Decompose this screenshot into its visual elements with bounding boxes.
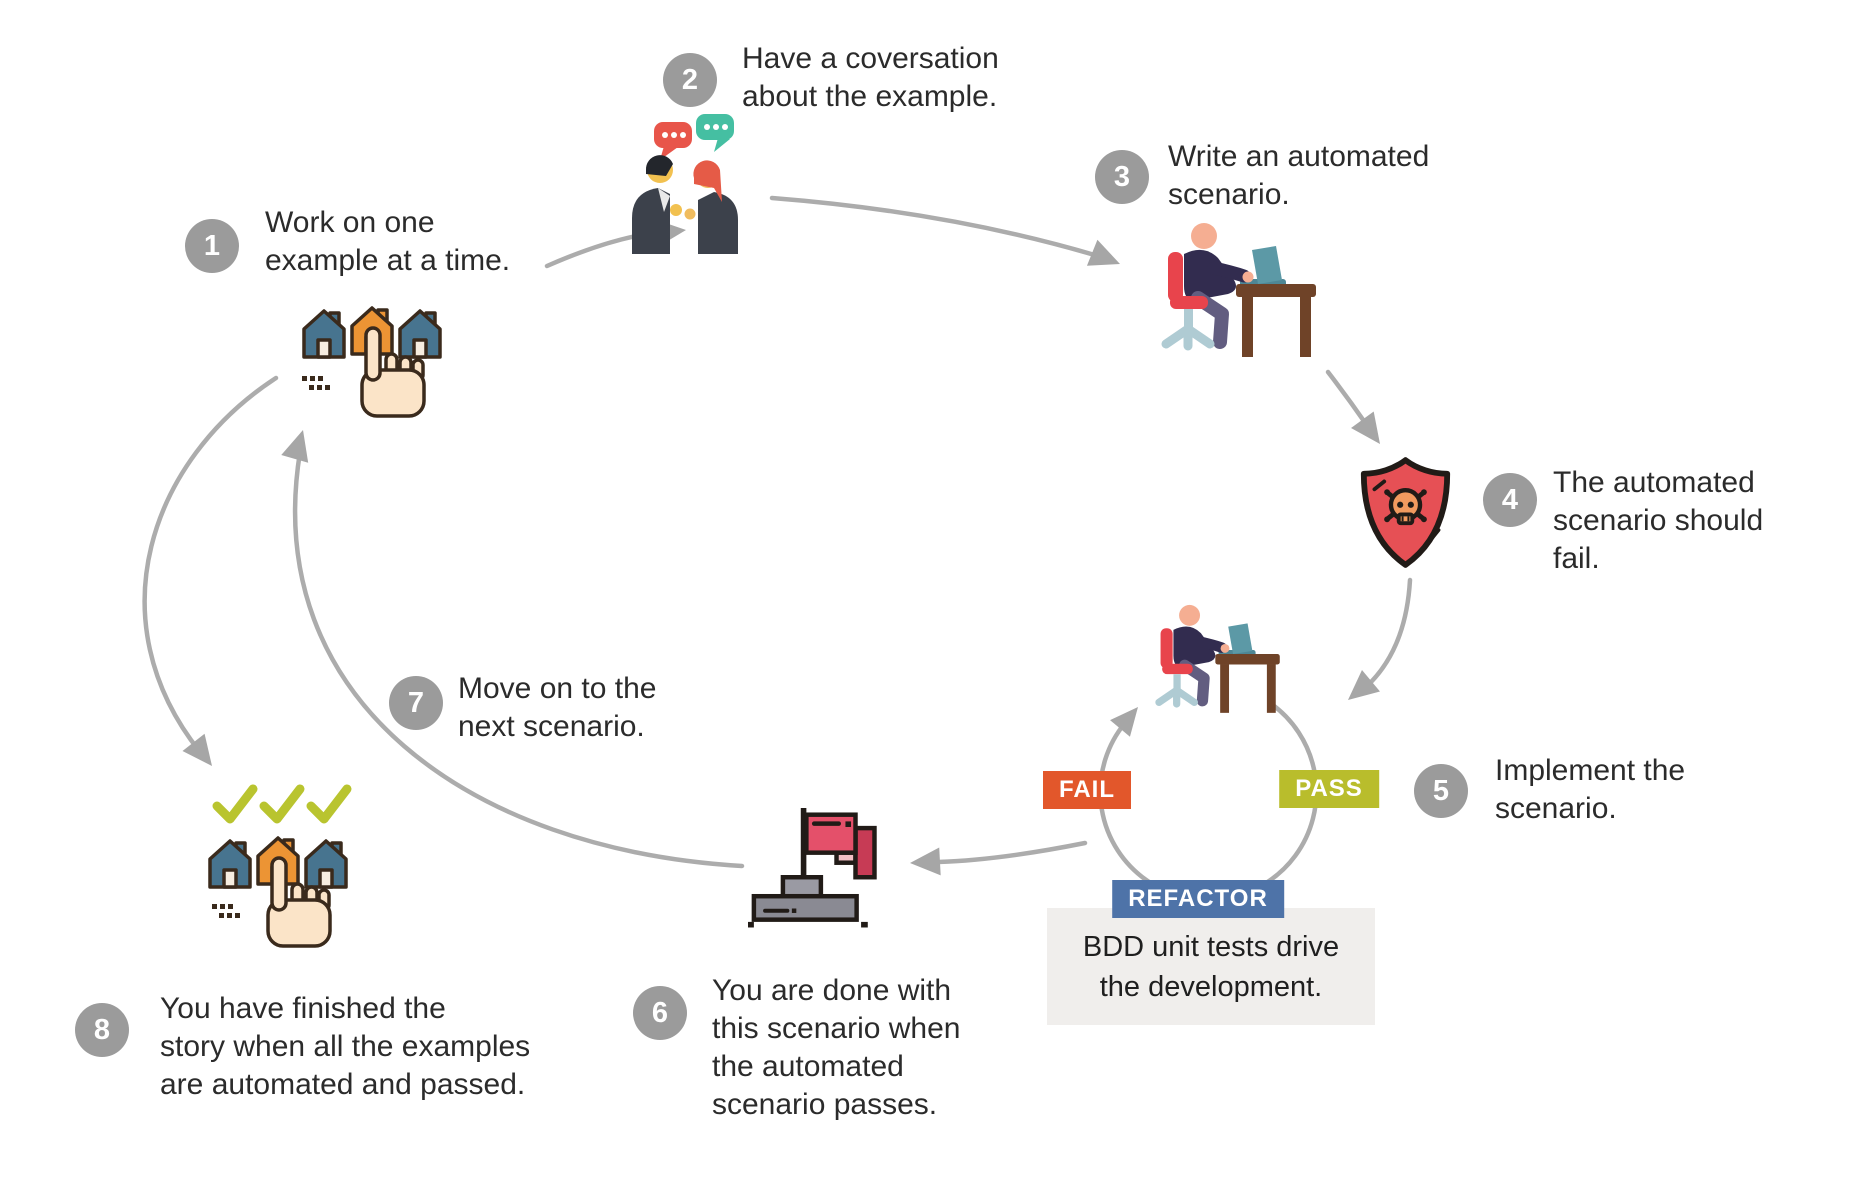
person-male-icon [632, 155, 682, 254]
person-female-icon [684, 160, 738, 254]
step-2-badge: 2 [663, 53, 717, 107]
arrow-step1-to-step8 [142, 375, 279, 755]
step-8-line-3: are automated and passed. [160, 1068, 526, 1101]
fail-badge: FAIL [1043, 771, 1131, 809]
fail-label: FAIL [1059, 776, 1115, 803]
bdd-caption-line-1: BDD unit tests drive [1082, 930, 1340, 963]
step-4-badge: 4 [1483, 473, 1537, 527]
arrowhead [1086, 239, 1120, 266]
step-2-line-2: about the example. [742, 80, 998, 113]
developer-desk-icon [1138, 604, 1283, 721]
step-2-label: Have a coversation about the example. [742, 40, 999, 116]
step-1-line-2: example at a time. [265, 244, 511, 277]
conversation-icon [632, 114, 738, 254]
arrowhead [1110, 707, 1138, 737]
step-6-line-1: You are done with [712, 974, 952, 1007]
step-5-line-2: scenario. [1495, 792, 1617, 825]
step-7-line-1: Move on to the [458, 672, 657, 705]
arrowhead [1348, 669, 1380, 700]
fail-shield-icon [1360, 457, 1451, 568]
step-8-line-1: You have finished the [160, 992, 446, 1025]
step-7-line-2: next scenario. [458, 710, 645, 743]
step-5-badge: 5 [1414, 764, 1468, 818]
step-5-number: 5 [1432, 774, 1450, 807]
step-4-label: The automated scenario should fail. [1553, 464, 1763, 578]
arrowhead [1351, 411, 1380, 444]
houses-complete-icon [208, 784, 352, 948]
refactor-badge: REFACTOR [1112, 880, 1284, 918]
pass-badge: PASS [1279, 770, 1379, 808]
developer-desk-icon [1140, 222, 1320, 367]
arrow-step2-to-step3 [769, 195, 1101, 259]
arrowhead [182, 733, 212, 766]
arrow-flag-to-step1 [292, 449, 745, 869]
step-6-number: 6 [651, 996, 669, 1029]
bdd-caption-box: BDD unit tests drive the development. [1047, 908, 1375, 1025]
step-6-badge: 6 [633, 986, 687, 1040]
step-3-badge: 3 [1095, 150, 1149, 204]
step-8-label: You have finished the story when all the… [160, 990, 530, 1104]
step-1-badge: 1 [185, 219, 239, 273]
ellipsis-dots-icon [212, 904, 240, 918]
bdd-caption-line-2: the development. [1099, 970, 1323, 1003]
step-3-line-2: scenario. [1168, 178, 1290, 211]
speech-bubbles-icon [654, 114, 734, 160]
houses-select-icon [302, 306, 442, 418]
step-1-number: 1 [203, 229, 221, 262]
checkmarks-icon [212, 784, 352, 824]
step-1-label: Work on one example at a time. [265, 204, 510, 280]
arrowhead [910, 847, 941, 876]
step-6-line-4: scenario passes. [712, 1088, 938, 1121]
milestone-flag-icon [748, 808, 877, 928]
step-8-badge: 8 [75, 1003, 129, 1057]
pass-label: PASS [1295, 775, 1363, 802]
step-6-line-2: this scenario when [712, 1012, 961, 1045]
step-6-label: You are done with this scenario when the… [712, 972, 960, 1124]
arrowhead [281, 430, 309, 463]
step-4-line-1: The automated [1553, 466, 1755, 499]
step-7-number: 7 [407, 686, 425, 719]
step-7-label: Move on to the next scenario. [458, 670, 656, 746]
step-3-number: 3 [1113, 160, 1131, 193]
step-4-line-2: scenario should [1553, 504, 1764, 537]
arrow-step4-to-cycle [1363, 577, 1413, 690]
arrow-cycle-to-flag [935, 840, 1088, 865]
step-8-line-2: story when all the examples [160, 1030, 531, 1063]
skull-crossbones-icon [1384, 488, 1427, 526]
step-8-number: 8 [93, 1013, 111, 1046]
step-4-line-3: fail. [1553, 542, 1600, 575]
step-4-number: 4 [1501, 483, 1519, 516]
ellipsis-dots-icon [302, 376, 330, 390]
step-7-badge: 7 [389, 676, 443, 730]
step-1-line-1: Work on one [265, 206, 435, 239]
step-2-line-1: Have a coversation [742, 42, 999, 75]
arrow-step3-to-step4 [1325, 369, 1369, 427]
step-2-number: 2 [681, 63, 699, 96]
step-5-line-1: Implement the [1495, 754, 1686, 787]
step-3-line-1: Write an automated [1168, 140, 1430, 173]
refactor-label: REFACTOR [1128, 885, 1268, 912]
step-3-label: Write an automated scenario. [1168, 138, 1429, 214]
step-5-label: Implement the scenario. [1495, 752, 1685, 828]
step-6-line-3: the automated [712, 1050, 904, 1083]
